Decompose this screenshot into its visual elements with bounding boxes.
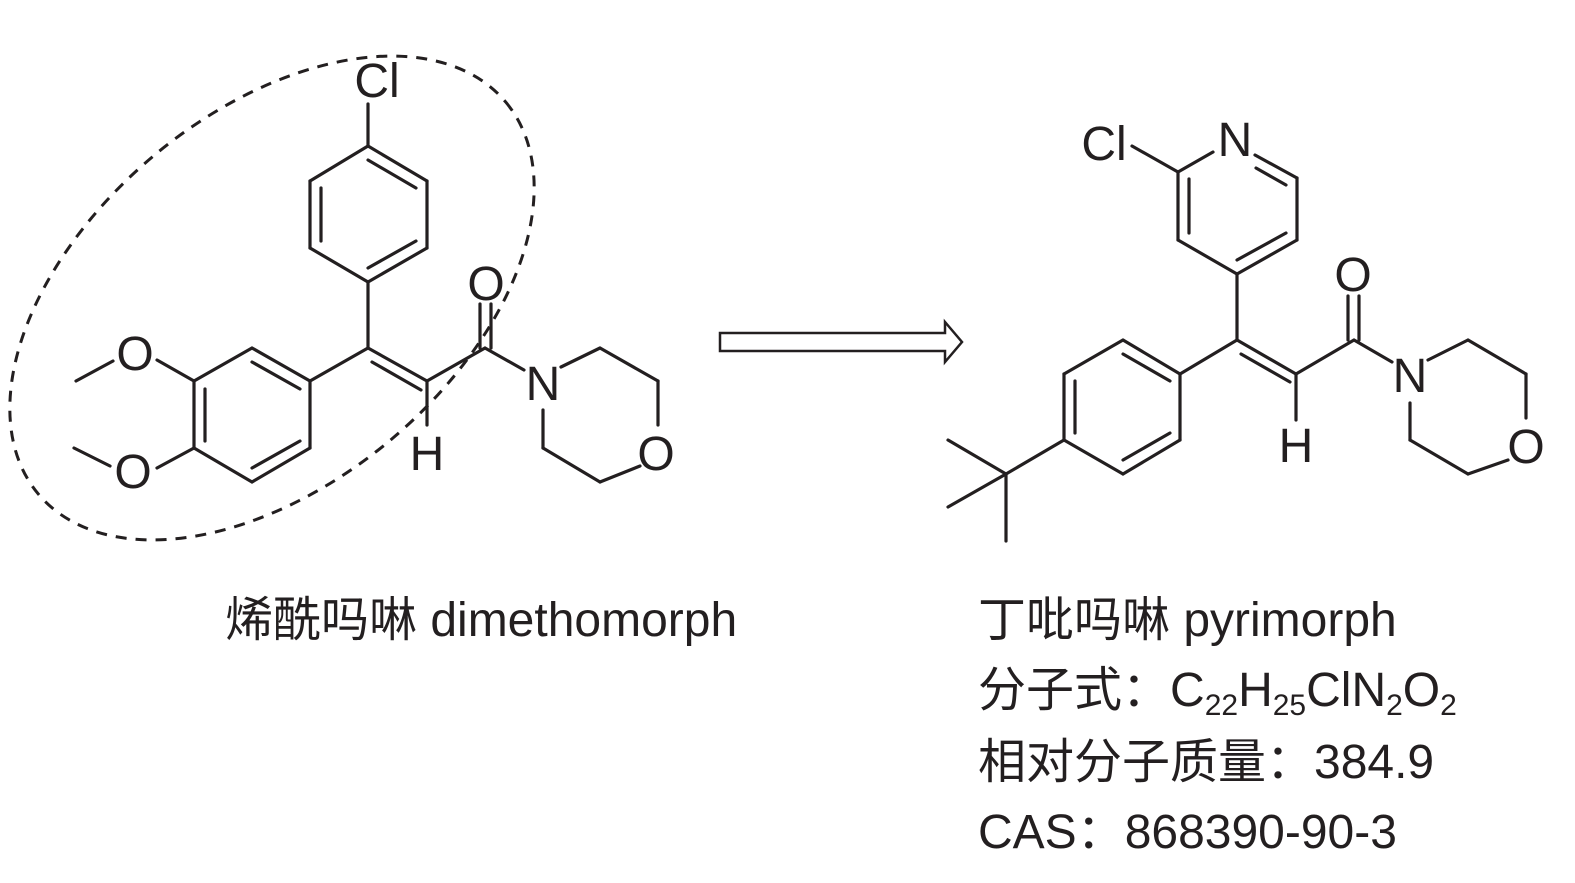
methyl-bond-upper	[74, 359, 115, 383]
highlight-ellipse	[8, 54, 536, 542]
tert-butylphenyl-ring	[1062, 338, 1182, 476]
oxygen-atom-label: O	[467, 258, 504, 311]
dimethomorph-caption: 烯酰吗啉 dimethomorph	[225, 594, 737, 647]
aryl-bond	[1178, 338, 1239, 376]
oxygen-atom-label: O	[1507, 421, 1544, 474]
nitrogen-atom-label: N	[526, 358, 561, 411]
methyl-bond-lower	[72, 446, 112, 468]
molecular-formula: 分子式：C22H25ClN2O2	[978, 664, 1457, 722]
relative-molecular-mass: 相对分子质量：384.9	[978, 736, 1434, 789]
methoxy-bond-lower	[155, 446, 196, 470]
c-c-bond	[1294, 338, 1356, 376]
chlorine-atom-label: Cl	[1081, 118, 1126, 171]
alkene-bond	[366, 346, 429, 383]
methoxy-bond-upper	[155, 358, 196, 383]
hydrogen-atom-label: H	[410, 428, 445, 481]
pyrimorph-caption: 丁吡吗啉 pyrimorph	[978, 594, 1397, 647]
alkene-bond	[1235, 338, 1298, 376]
alkene-bond-inner	[1239, 352, 1292, 384]
c-cl-bond	[1130, 144, 1180, 174]
chlorine-atom-label: Cl	[354, 55, 399, 108]
formula-label: 分子式：	[978, 664, 1170, 717]
oxygen-atom-label: O	[114, 446, 151, 499]
nitrogen-atom-label: N	[1393, 350, 1428, 403]
dimethoxyphenyl-ring	[192, 346, 312, 484]
tert-butyl-group	[946, 438, 1066, 543]
morpholine-ring	[541, 346, 660, 484]
c-c-bond	[425, 346, 487, 383]
nitrogen-atom-label: N	[1218, 114, 1253, 167]
oxygen-atom-label: O	[1334, 249, 1371, 302]
oxygen-atom-label: O	[116, 328, 153, 381]
pyridine-ring	[1176, 150, 1299, 276]
hydrogen-atom-label: H	[1279, 420, 1314, 473]
dimethomorph-structure: Cl O O H O N	[8, 54, 737, 647]
pyrimorph-structure: N Cl H O N O	[946, 114, 1545, 859]
alkene-bond-inner	[370, 360, 423, 392]
morpholine-ring	[1408, 338, 1528, 476]
transformation-arrow	[718, 318, 964, 366]
aryl-bond	[308, 346, 370, 383]
amide-bond	[483, 346, 526, 372]
cas-number: CAS：868390-90-3	[978, 806, 1397, 859]
oxygen-atom-label: O	[637, 428, 674, 481]
chlorophenyl-ring	[308, 144, 429, 284]
amide-bond	[1352, 338, 1394, 364]
